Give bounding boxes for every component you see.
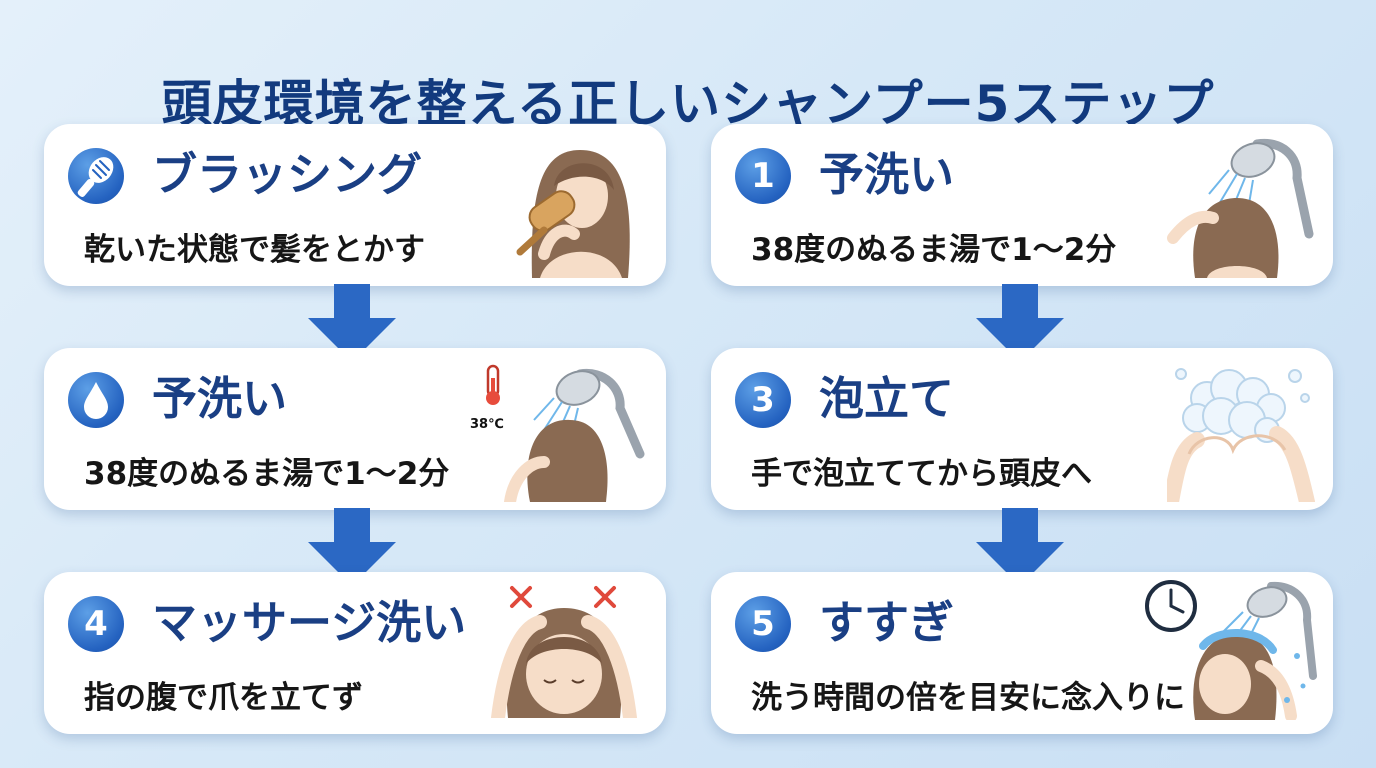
- shower-rinse-illustration: [1167, 138, 1314, 278]
- brushing-hair-illustration: [516, 150, 630, 278]
- temperature-label: 38℃: [470, 417, 504, 432]
- clock-icon: [1145, 580, 1197, 632]
- step-description: 手で泡立ててから頭皮へ: [751, 456, 1092, 492]
- step-badge: [68, 372, 124, 428]
- step-badge: 5: [735, 596, 791, 652]
- step-description: 38度のぬるま湯で1～2分: [751, 232, 1117, 268]
- final-rinse-illustration: [1145, 580, 1317, 720]
- step-card-pre-rinse: 予洗い 38度のぬるま湯で1～2分 38℃: [44, 348, 666, 510]
- down-arrow-icon: [308, 284, 396, 362]
- scalp-massage-illustration: [491, 586, 637, 718]
- step-card-final-rinse: 5 すすぎ 洗う時間の倍を目安に念入りに: [711, 572, 1333, 734]
- cross-mark-icon: [510, 586, 616, 608]
- step-heading: マッサージ洗い: [152, 596, 467, 649]
- step-card-pre-rinse-2: 1 予洗い 38度のぬるま湯で1～2分: [711, 124, 1333, 286]
- shower-rinse-illustration: 38℃: [470, 364, 645, 502]
- step-badge: [68, 148, 124, 204]
- water-drop-icon: [84, 382, 108, 419]
- step-card-brushing: ブラッシング 乾いた状態で髪をとかす: [44, 124, 666, 286]
- step-heading: 予洗い: [152, 372, 288, 425]
- step-heading: 予洗い: [819, 148, 955, 201]
- step-description: 洗う時間の倍を目安に念入りに: [751, 680, 1185, 716]
- brush-icon: [77, 157, 114, 198]
- step-description: 乾いた状態で髪をとかす: [84, 232, 425, 268]
- step-heading: 泡立て: [819, 372, 955, 425]
- page-title: 頭皮環境を整える正しいシャンプー5ステップ: [161, 74, 1215, 133]
- step-card-lathering: 3 泡立て 手で泡立ててから頭皮へ: [711, 348, 1333, 510]
- step-badge: 3: [735, 372, 791, 428]
- down-arrow-icon: [308, 508, 396, 586]
- step-heading: ブラッシング: [152, 148, 423, 201]
- step-heading: すすぎ: [819, 596, 955, 649]
- foam-bubbles-icon: [1175, 368, 1310, 443]
- step-badge: 4: [68, 596, 124, 652]
- step-description: 指の腹で爪を立てず: [84, 680, 363, 716]
- down-arrow-icon: [976, 284, 1064, 362]
- step-card-massage: 4 マッサージ洗い 指の腹で爪を立てず: [44, 572, 666, 734]
- down-arrow-icon: [976, 508, 1064, 586]
- step-description: 38度のぬるま湯で1～2分: [84, 456, 450, 492]
- lathering-hands-illustration: [1167, 368, 1315, 502]
- step-badge: 1: [735, 148, 791, 204]
